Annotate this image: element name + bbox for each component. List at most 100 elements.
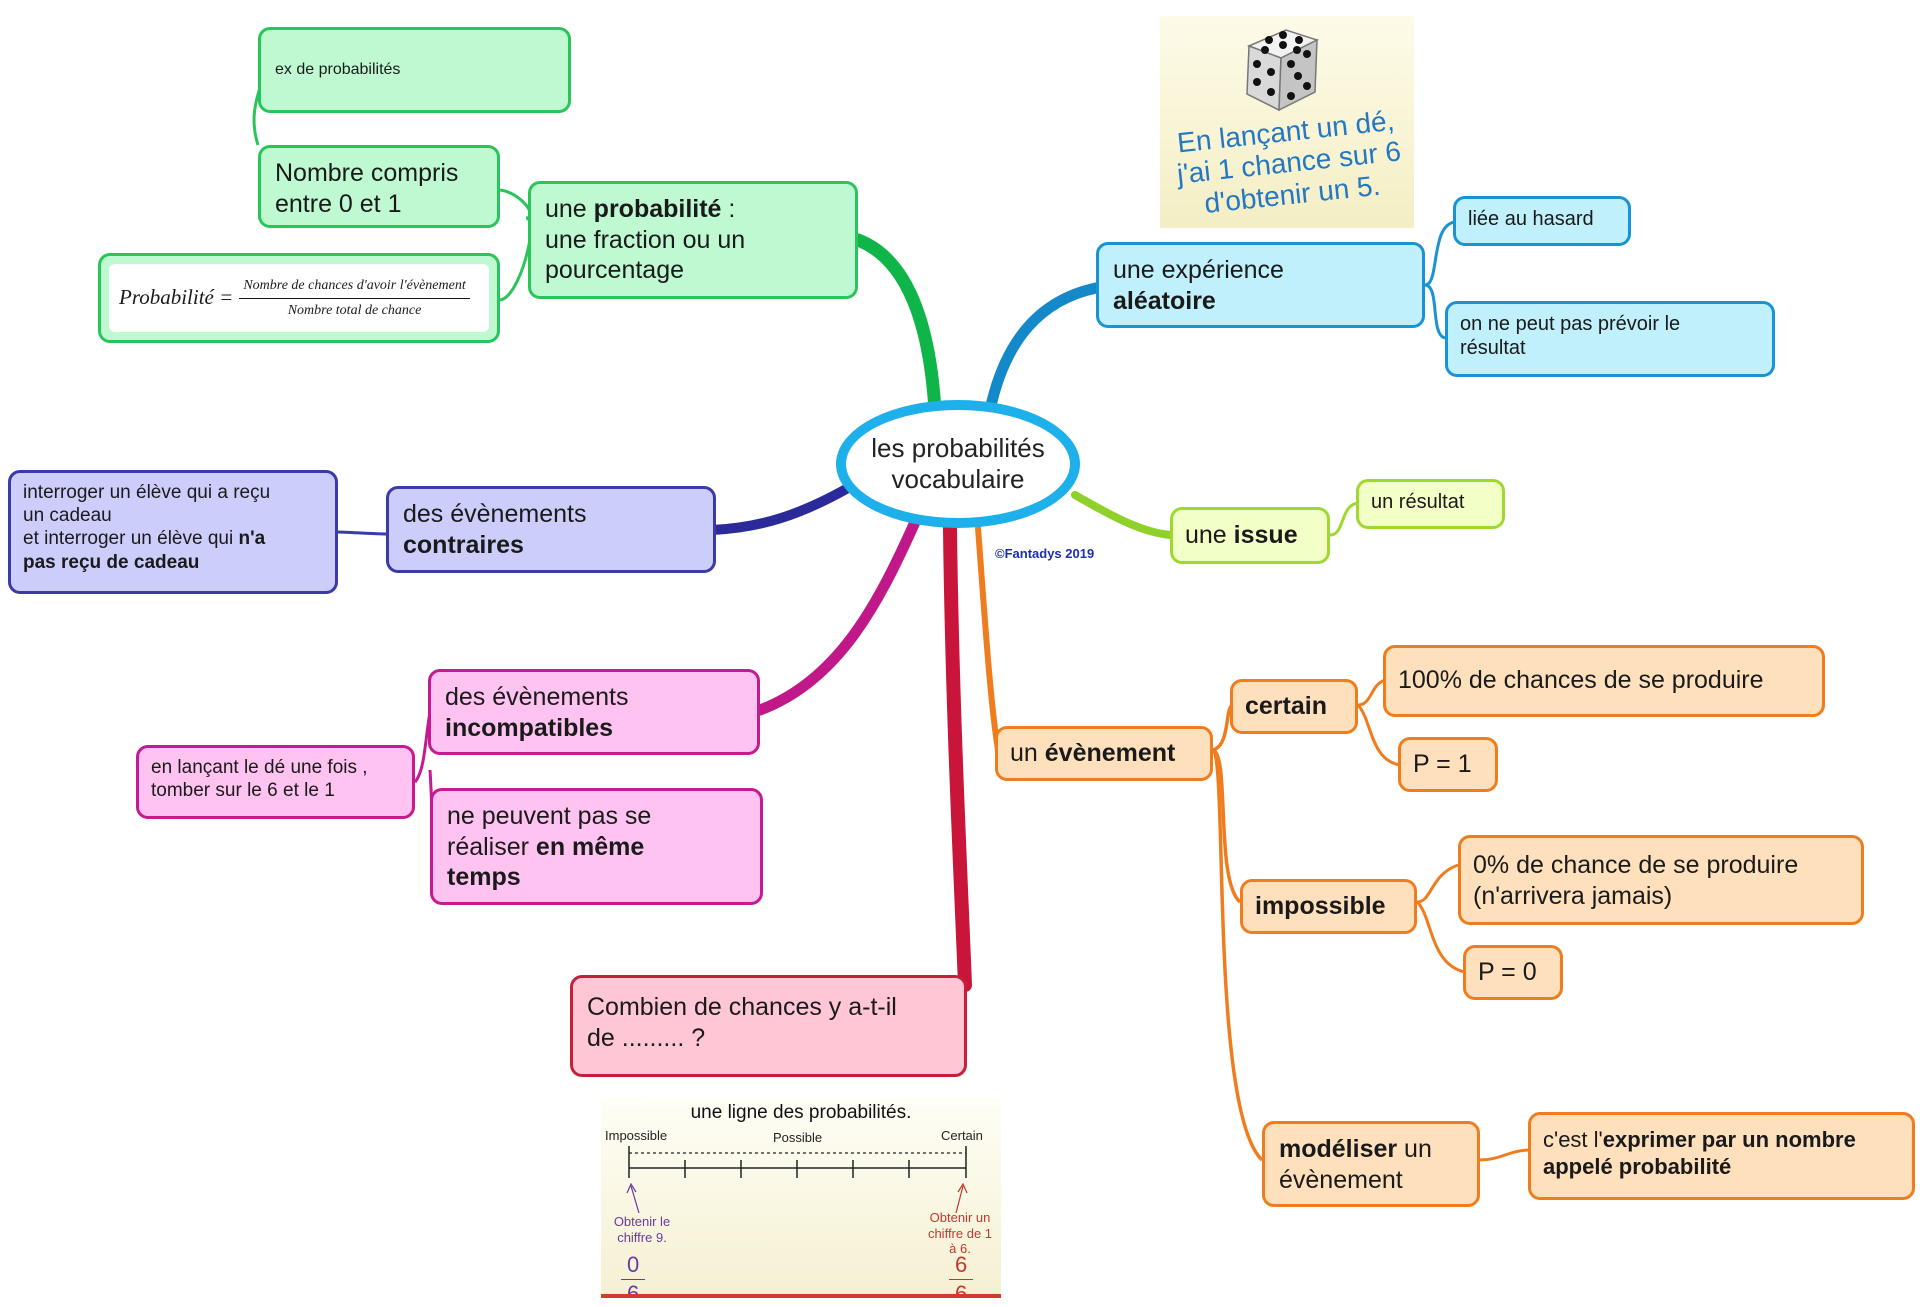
node-impossible[interactable]: impossible [1240,879,1417,934]
node-formula[interactable]: Probabilité = Nombre de chances d'avoir … [98,253,500,343]
text: 0% de chance de se produire [1473,851,1799,879]
node-ex-probabilites[interactable]: ex de probabilités [258,27,571,113]
node-liee-au-hasard[interactable]: liée au hasard [1453,196,1631,246]
node-certain-desc[interactable]: 100% de chances de se produire [1383,645,1825,717]
fraction-numerator: 0 [621,1252,646,1280]
note-left: Obtenir le chiffre 9. [607,1214,677,1245]
formula-fraction: Nombre de chances d'avoir l'évènement No… [239,277,470,318]
text: un [1010,739,1045,767]
formula-lhs: Probabilité = [119,285,234,310]
text: à 6. [949,1241,971,1257]
text: : [721,195,736,223]
bold-text: pas reçu de cadeau [23,551,200,573]
text: (n'arrivera jamais) [1473,881,1673,910]
node-impossible-desc[interactable]: 0% de chance de se produire (n'arrivera … [1458,835,1864,925]
node-incompatibles-example[interactable]: en lançant le dé une fois , tomber sur l… [136,745,415,819]
node-nombre-compris[interactable]: Nombre compris entre 0 et 1 [258,145,500,228]
probability-line-card: une ligne des probabilités. Impossible P… [601,1098,1001,1298]
node-une-issue[interactable]: une issue [1170,507,1330,564]
text: évènement [1279,1165,1403,1194]
text: chiffre 9. [617,1229,667,1245]
fraction-zero-sixths: 0 6 [621,1252,646,1298]
text: P = 1 [1413,750,1472,778]
formula-numerator: Nombre de chances d'avoir l'évènement [239,277,470,299]
text: ne peuvent pas se [447,802,652,830]
node-experience-aleatoire[interactable]: une expérience aléatoire [1096,242,1425,328]
node-modeliser-evenement[interactable]: modéliser un évènement [1262,1121,1480,1207]
text: Obtenir le [613,1214,671,1229]
node-modeliser-desc[interactable]: c'est l'exprimer par un nombre appelé pr… [1528,1112,1915,1200]
text: on ne peut pas prévoir le [1460,313,1681,335]
branch-probabilite [851,233,942,417]
branch-combien [943,521,972,992]
die-card: En lançant un dé, j'ai 1 chance sur 6 d'… [1160,16,1414,228]
node-prevoir-resultat[interactable]: on ne peut pas prévoir le résultat [1445,301,1775,377]
node-evenements-contraires[interactable]: des évènements contraires [386,486,716,573]
formula: Probabilité = Nombre de chances d'avoir … [109,264,489,332]
text: chiffre de 1 [927,1225,993,1241]
branch-issue [1071,491,1174,539]
node-en-meme-temps[interactable]: ne peuvent pas se réaliser en même temps [430,788,763,905]
node-combien-de-chances[interactable]: Combien de chances y a-t-il de .........… [570,975,967,1077]
text: une [1185,521,1234,549]
probability-line-title: une ligne des probabilités. [690,1102,912,1123]
node-evenements-incompatibles[interactable]: des évènements incompatibles [428,669,760,755]
text: et interroger un élève qui [23,528,239,550]
central-topic-line1: les probabilités [871,432,1045,463]
text: réaliser [447,832,536,861]
node-un-evenement[interactable]: un évènement [995,726,1213,781]
central-topic[interactable]: les probabilités vocabulaire [836,400,1080,528]
text: des évènements [403,500,587,528]
branch-incompatibles [754,516,921,716]
bold-text: modéliser [1279,1135,1398,1163]
node-contraires-example[interactable]: interroger un élève qui a reçu un cadeau… [8,470,338,594]
text: résultat [1460,337,1526,360]
text: Combien de chances y a-t-il [587,993,897,1021]
note-right: Obtenir un chiffre de 1 à 6. [919,1210,1001,1257]
bold-text: n'a [238,528,266,550]
text: une expérience [1113,256,1284,284]
text: P = 0 [1478,958,1537,986]
text: un cadeau [23,505,112,527]
text: de ......... ? [587,1023,706,1052]
bold-text: en même [535,832,645,861]
bold-text: probabilité [593,195,722,223]
central-topic-line2: vocabulaire [891,464,1025,494]
node-p-equals-1[interactable]: P = 1 [1398,737,1498,792]
label-certain: Certain [941,1128,983,1143]
bold-text: impossible [1255,892,1386,920]
bold-text: incompatibles [445,713,614,742]
text: une [545,195,594,223]
label-impossible: Impossible [605,1128,668,1143]
text: tomber sur le 6 et le 1 [151,780,335,802]
fraction-six-sixths: 6 6 [949,1252,974,1298]
text: une fraction ou un [545,225,746,254]
text: interroger un élève qui a reçu [23,482,271,503]
text: Obtenir un [929,1210,991,1225]
bold-text: évènement [1044,739,1176,767]
fraction-numerator: 6 [949,1252,974,1280]
node-une-probabilite[interactable]: une probabilité : une fraction ou un pou… [528,181,858,299]
bold-text: appelé probabilité [1543,1153,1732,1179]
node-certain[interactable]: certain [1230,679,1358,734]
bold-text: certain [1245,692,1327,720]
probability-line-axis [626,1146,968,1214]
die-caption: En lançant un dé, j'ai 1 chance sur 6 d'… [1162,103,1416,222]
fraction-denominator: 6 [627,1281,640,1298]
bold-text: exprimer par un nombre [1602,1127,1856,1152]
text: ex de probabilités [275,61,401,79]
label-possible: Possible [773,1130,823,1145]
text: 100% de chances de se produire [1398,666,1764,694]
credit-label: ©Fantadys 2019 [995,546,1095,561]
node-p-equals-0[interactable]: P = 0 [1463,945,1563,1000]
text: Nombre compris [275,159,459,187]
text: c'est l' [1543,1127,1603,1152]
node-un-resultat[interactable]: un résultat [1356,479,1505,529]
text: un [1397,1135,1432,1163]
branch-evenement [975,525,1001,753]
fraction-denominator: 6 [955,1281,968,1298]
text: liée au hasard [1468,208,1594,230]
bold-text: contraires [403,530,524,559]
card-bottom-border [601,1294,1001,1298]
